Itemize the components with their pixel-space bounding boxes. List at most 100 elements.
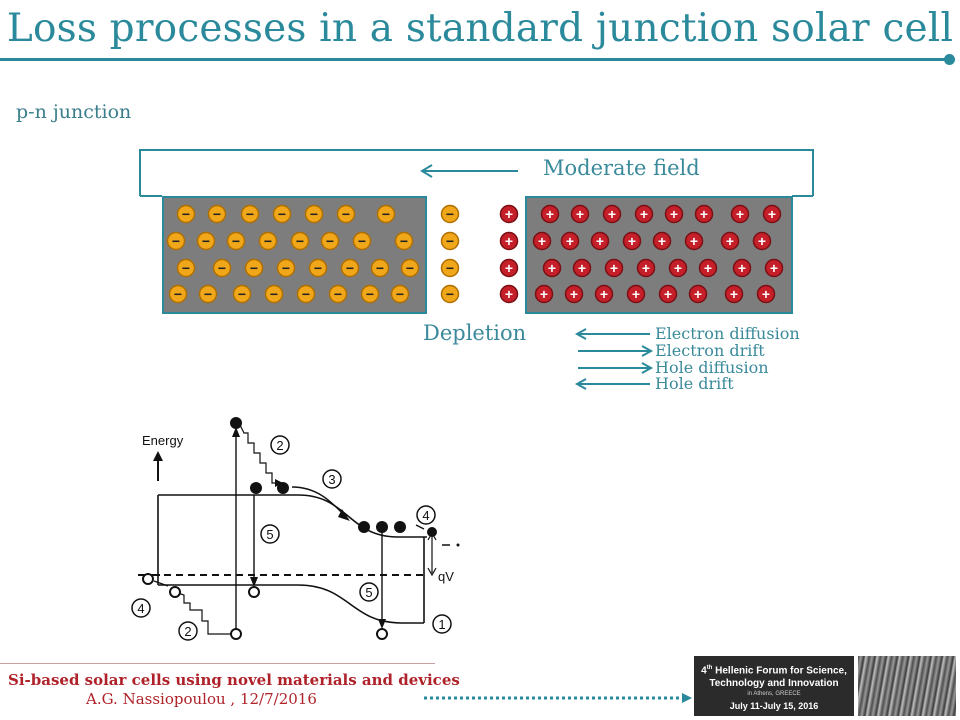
svg-text:+: + (578, 260, 586, 276)
electron-charge: − (376, 204, 396, 224)
electron-charge: − (207, 204, 227, 224)
depletion-electron-charge: − (440, 204, 460, 224)
svg-text:−: − (310, 206, 318, 222)
hole-charge: + (684, 231, 704, 251)
electron-charge: − (296, 284, 316, 304)
svg-text:−: − (346, 260, 354, 276)
svg-text:+: + (762, 286, 770, 302)
electron-charge: − (290, 231, 310, 251)
svg-text:+: + (770, 260, 778, 276)
hole-charge: + (762, 204, 782, 224)
hole-charge: + (658, 284, 678, 304)
recombination-arrow-left (250, 495, 258, 587)
electron-contact (427, 527, 437, 537)
electron-charge: − (340, 258, 360, 278)
svg-text:−: − (182, 260, 190, 276)
valence-band (158, 584, 424, 624)
electron-charge: − (212, 258, 232, 278)
svg-text:+: + (608, 206, 616, 222)
svg-text:+: + (642, 260, 650, 276)
svg-text:2: 2 (184, 624, 191, 639)
svg-text:−: − (182, 206, 190, 222)
svg-text:−: − (278, 206, 286, 222)
svg-text:+: + (690, 233, 698, 249)
hole-charge: + (698, 258, 718, 278)
electron-charge: − (168, 284, 188, 304)
legend-electron-diffusion: Electron diffusion (655, 324, 800, 343)
electron-charge: − (304, 204, 324, 224)
hole-charge: + (532, 231, 552, 251)
svg-text:−: − (218, 260, 226, 276)
svg-text:+: + (610, 260, 618, 276)
contact-loss-arrow (415, 524, 425, 530)
svg-text:−: − (334, 286, 342, 302)
svg-text:+: + (505, 286, 513, 302)
hot-electron (230, 417, 242, 429)
band-diagram: Energy qV (131, 417, 460, 641)
hole-contact-arrow (153, 580, 169, 587)
electron-charge: − (240, 204, 260, 224)
legend-arrow (574, 378, 650, 390)
electron-charge: − (226, 231, 246, 251)
badge-line-3: in Athens, GREECE (747, 691, 801, 697)
footer-author: A.G. Nassiopoulou , 12/7/2016 (86, 690, 317, 708)
hole-charge: + (542, 258, 562, 278)
svg-text:+: + (546, 206, 554, 222)
flux-legend-arrows (574, 328, 654, 390)
footer-title: Si-based solar cells using novel materia… (8, 671, 460, 689)
svg-text:+: + (505, 260, 513, 276)
electron-group: −−−−−−−−−−−−−−−−−−−−−−−−−−−−−−−−−−− (166, 204, 460, 304)
legend-hole-diffusion: Hole diffusion (655, 358, 769, 377)
svg-text:−: − (396, 286, 404, 302)
slide-title: Loss processes in a standard junction so… (6, 6, 954, 51)
svg-text:+: + (596, 233, 604, 249)
hole (248, 586, 260, 598)
svg-text:3: 3 (328, 472, 335, 487)
hole-charge: + (668, 258, 688, 278)
hole-charge: + (602, 204, 622, 224)
title-underline-dot (944, 54, 955, 65)
transport-arrowhead (338, 509, 350, 521)
hole-charge: + (626, 284, 646, 304)
hole-charge: + (756, 284, 776, 304)
hole-charge: + (540, 204, 560, 224)
svg-text:−: − (302, 286, 310, 302)
electron-charge: − (196, 231, 216, 251)
svg-text:−: − (238, 286, 246, 302)
hole-generated (230, 628, 242, 640)
hole-charge: + (564, 284, 584, 304)
badge-photo (858, 656, 956, 716)
electron-charge: − (276, 258, 296, 278)
electron-charge: − (232, 284, 252, 304)
svg-text:4: 4 (137, 601, 144, 616)
transport-arrow (291, 486, 347, 518)
title-underline (0, 58, 948, 61)
depletion-electron-charge: − (440, 284, 460, 304)
electron (358, 521, 370, 533)
svg-text:−: − (174, 286, 182, 302)
hole-charge: + (534, 284, 554, 304)
hole-band-edge (169, 586, 181, 598)
svg-text:+: + (768, 206, 776, 222)
contact-dot (456, 543, 460, 547)
electron-charge: − (264, 284, 284, 304)
svg-text:−: − (366, 286, 374, 302)
svg-text:+: + (694, 286, 702, 302)
electron-charge: − (370, 258, 390, 278)
thermalization-path-electron (239, 424, 280, 484)
hole-charge: + (752, 231, 772, 251)
hole-charge: + (732, 258, 752, 278)
svg-text:−: − (282, 260, 290, 276)
badge-line-1: 4th Hellenic Forum for Science, (701, 665, 847, 677)
legend-arrow (574, 328, 650, 340)
electron-charge: − (272, 204, 292, 224)
legend-arrow (578, 345, 654, 357)
badge-dates: July 11-July 15, 2016 (729, 701, 819, 711)
marker-5-right: 5 (359, 582, 379, 602)
svg-text:−: − (376, 260, 384, 276)
svg-text:−: − (270, 286, 278, 302)
marker-3: 3 (322, 469, 342, 489)
svg-text:−: − (264, 233, 272, 249)
hole-charge: + (652, 231, 672, 251)
svg-text:+: + (540, 286, 548, 302)
